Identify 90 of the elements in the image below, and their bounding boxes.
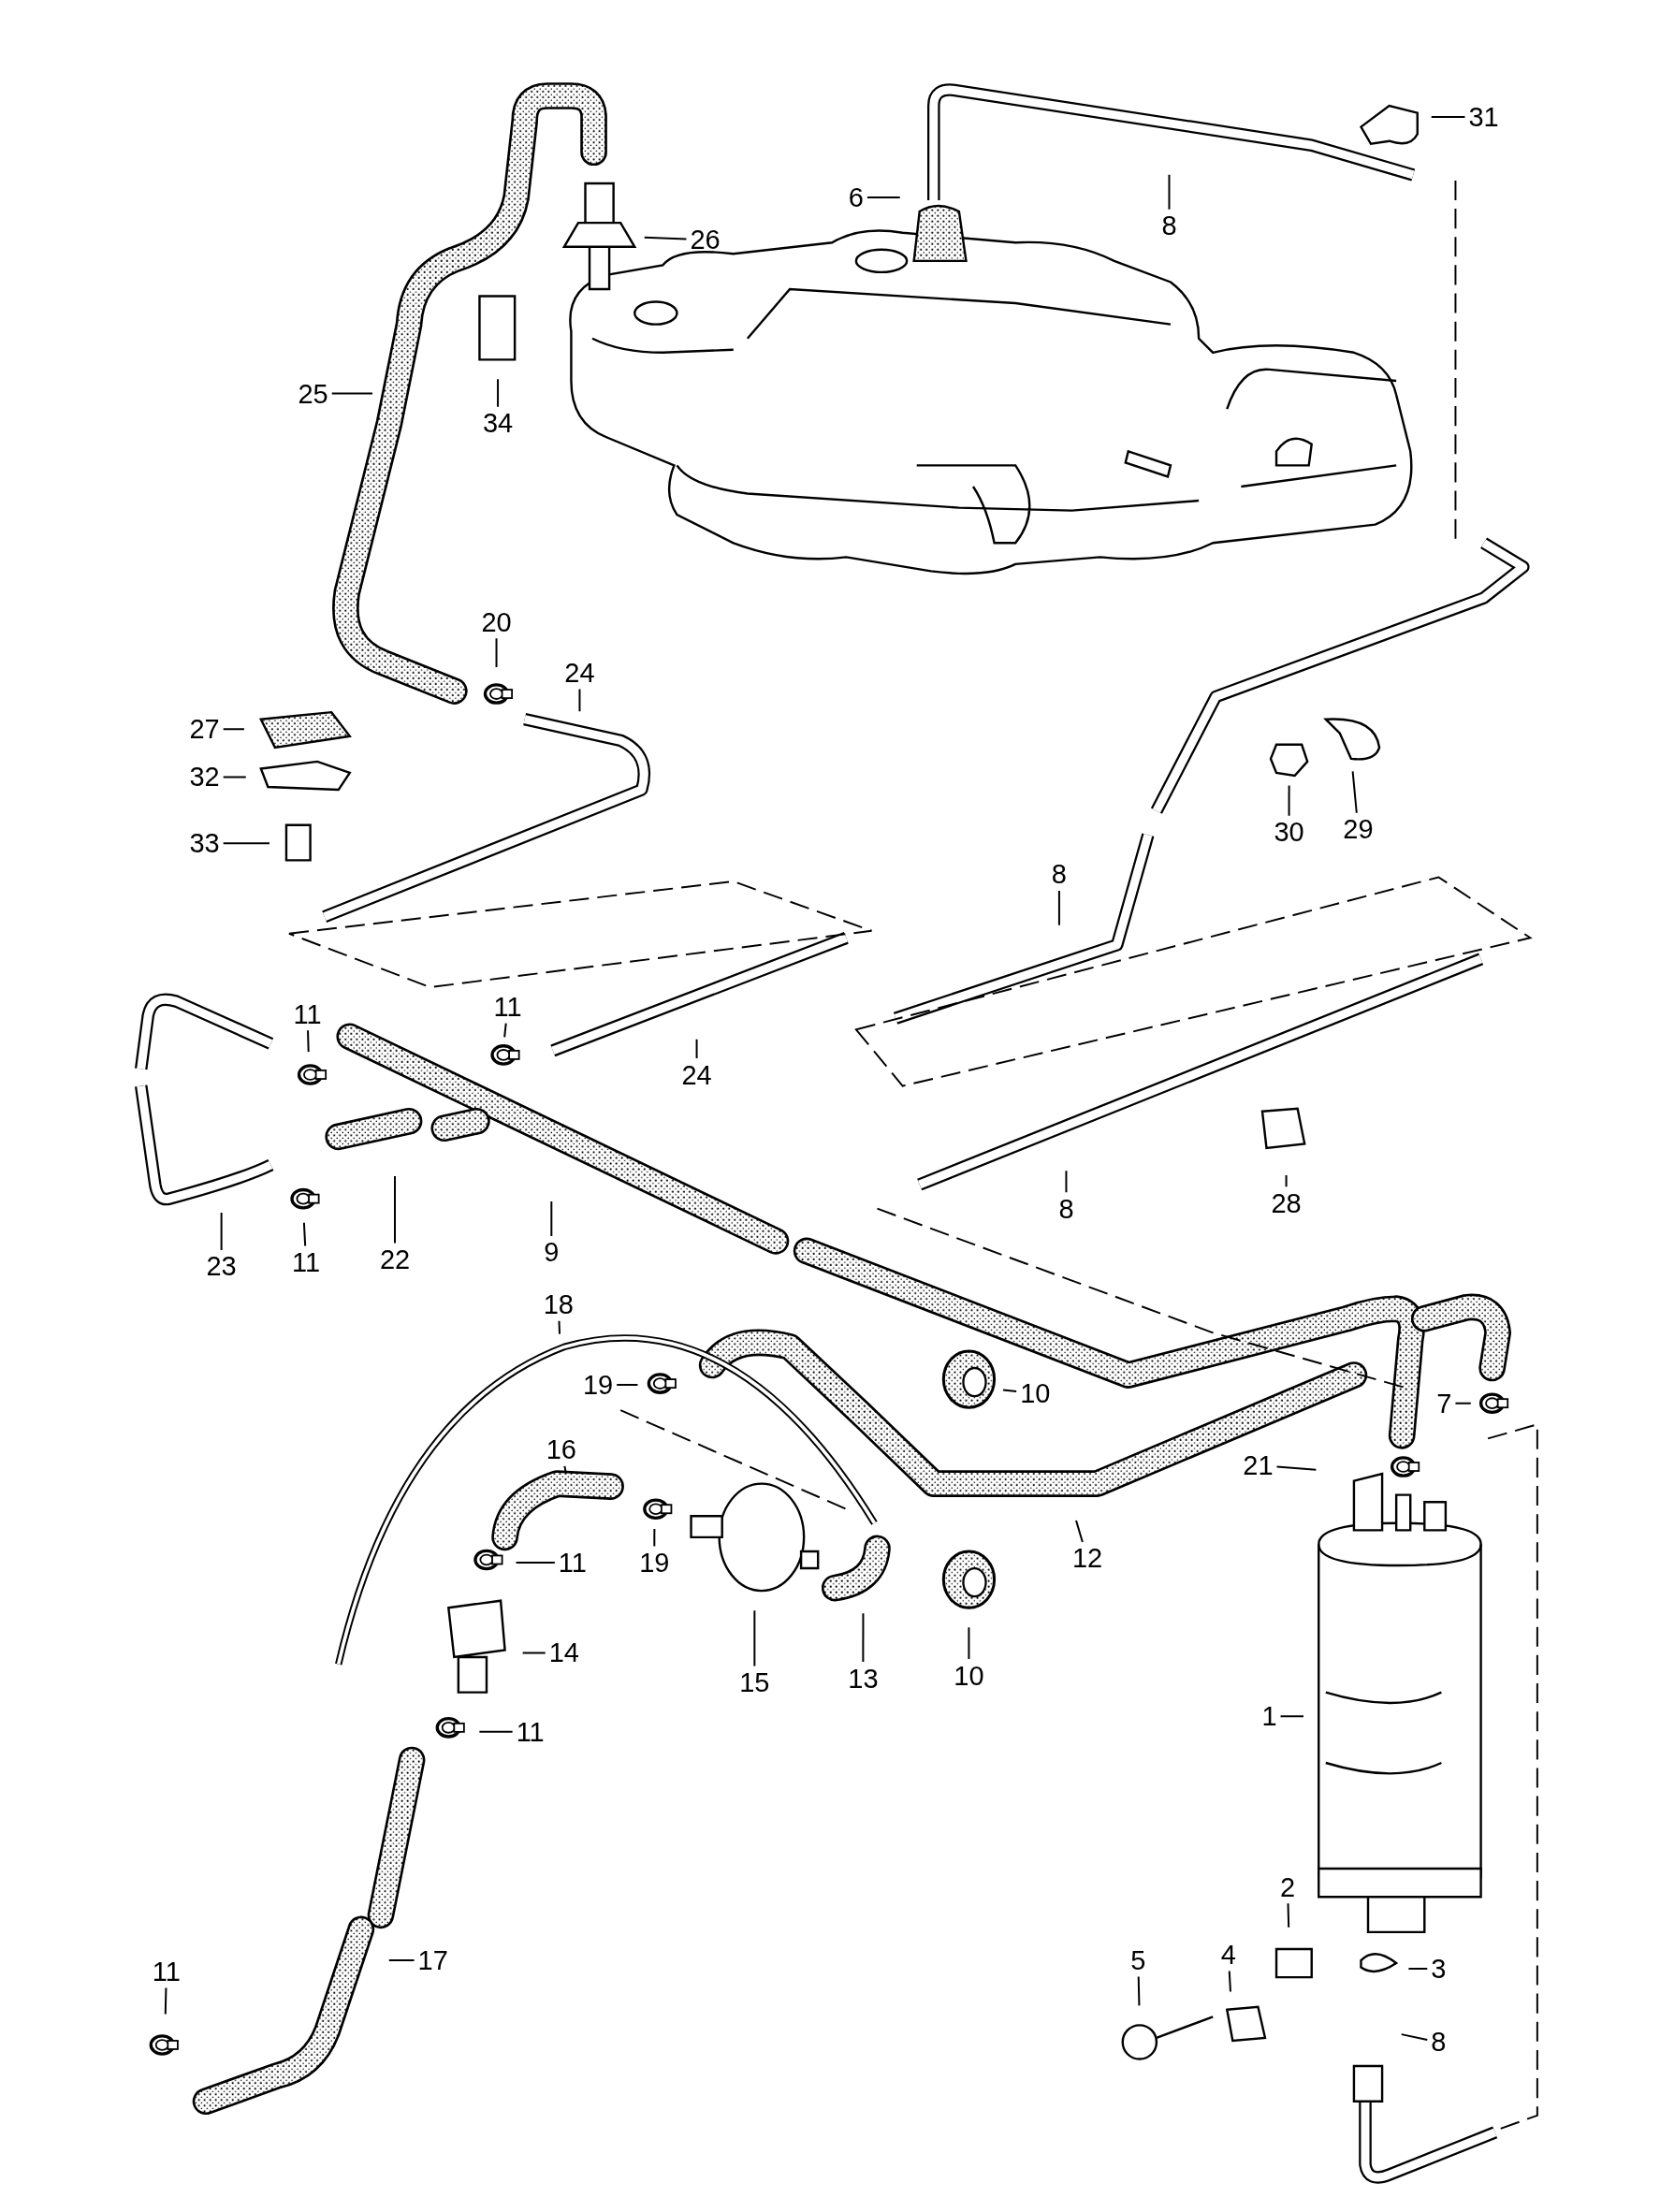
callout-number: 20: [479, 607, 514, 637]
leader-line: [1279, 1715, 1304, 1718]
leader-line: [1168, 173, 1171, 211]
leader-line: [1285, 1174, 1288, 1188]
leader-line: [968, 1626, 970, 1661]
callout-number: 27: [187, 714, 222, 744]
leader-line: [862, 1612, 865, 1664]
callout-number: 13: [846, 1664, 881, 1694]
callout-number: 14: [546, 1637, 581, 1667]
leader-line: [558, 1319, 561, 1335]
leader-line: [1002, 1389, 1018, 1393]
callout-number: 18: [541, 1289, 575, 1319]
leader-line: [550, 1201, 553, 1237]
callout-number: 25: [296, 379, 330, 408]
leader-line: [1400, 2033, 1429, 2041]
callout-number: 24: [562, 658, 597, 688]
leader-line: [1275, 1465, 1318, 1471]
callout-number: 10: [952, 1661, 986, 1691]
callout-number: 32: [187, 762, 222, 792]
callout-number: 19: [580, 1370, 616, 1400]
callout-number: 8: [1049, 859, 1069, 889]
leader-line: [1430, 116, 1466, 119]
callout-number: 26: [688, 225, 722, 255]
leader-line: [222, 842, 270, 845]
callout-number: 11: [556, 1548, 589, 1578]
callout-number: 24: [679, 1060, 714, 1089]
callout-number: 11: [150, 1957, 182, 1986]
callout-number: 8: [1159, 211, 1179, 240]
leader-line: [387, 1959, 415, 1962]
leader-line: [653, 1528, 656, 1548]
callout-number: 12: [1070, 1543, 1105, 1573]
callout-number: 8: [1056, 1194, 1076, 1224]
callout-number: 15: [737, 1667, 772, 1697]
leader-line: [302, 1221, 307, 1247]
callout-number: 17: [415, 1945, 450, 1975]
callout-number: 9: [542, 1237, 561, 1267]
leader-line: [222, 728, 245, 731]
leader-line: [497, 378, 500, 408]
callout-number: 8: [1429, 2027, 1449, 2057]
leader-line: [1288, 784, 1290, 817]
leader-line: [1228, 1970, 1231, 1993]
callout-number: 29: [1341, 814, 1376, 844]
leader-line: [1287, 1902, 1290, 1928]
leader-line: [478, 1730, 514, 1733]
leader-line: [753, 1609, 756, 1667]
leader-line: [515, 1562, 556, 1564]
callout-number: 3: [1429, 1954, 1449, 1984]
callout-number: 34: [480, 408, 516, 438]
callout-number: 22: [377, 1244, 413, 1274]
leader-line: [521, 1652, 546, 1654]
leader-line: [164, 1986, 167, 2016]
callout-number: 23: [204, 1252, 239, 1281]
leader-line: [695, 1038, 698, 1059]
leader-line: [1075, 1520, 1084, 1543]
callout-number: 11: [290, 1247, 323, 1277]
leader-line: [495, 637, 498, 668]
leader-line: [1065, 1170, 1068, 1194]
leader-line: [222, 776, 247, 779]
leader-line: [866, 196, 901, 198]
leader-line: [220, 1212, 223, 1251]
leader-line: [1407, 1968, 1429, 1971]
leader-line: [643, 236, 688, 240]
callout-number: 1: [1260, 1701, 1279, 1731]
callout-number: 33: [187, 828, 222, 858]
leader-line: [1454, 1402, 1472, 1404]
callout-number: 30: [1272, 817, 1306, 847]
callout-number: 11: [514, 1717, 546, 1747]
callout-number: 21: [1241, 1450, 1275, 1480]
leader-line: [330, 392, 373, 395]
callout-number: 7: [1434, 1389, 1454, 1419]
callout-number: 16: [544, 1434, 578, 1464]
leader-line: [307, 1029, 310, 1054]
callout-number: 31: [1466, 102, 1501, 132]
callout-number: 6: [846, 182, 866, 212]
callout-number: 11: [491, 992, 524, 1022]
callout-number: 2: [1278, 1872, 1298, 1902]
leader-line: [1351, 770, 1358, 814]
leader-line: [394, 1174, 396, 1244]
callout-number: 19: [637, 1548, 672, 1578]
callout-number: 4: [1218, 1940, 1238, 1970]
callout-number: 28: [1269, 1188, 1303, 1218]
leader-line: [503, 1022, 507, 1039]
callout-number: 10: [1018, 1378, 1053, 1408]
leader-line: [1137, 1975, 1141, 2007]
callout-number: 5: [1129, 1945, 1148, 1975]
callout-number: 11: [291, 999, 324, 1029]
leader-line: [563, 1464, 567, 1475]
leader-line: [578, 688, 581, 713]
leader-line: [1057, 889, 1060, 926]
leader-line: [616, 1384, 639, 1387]
